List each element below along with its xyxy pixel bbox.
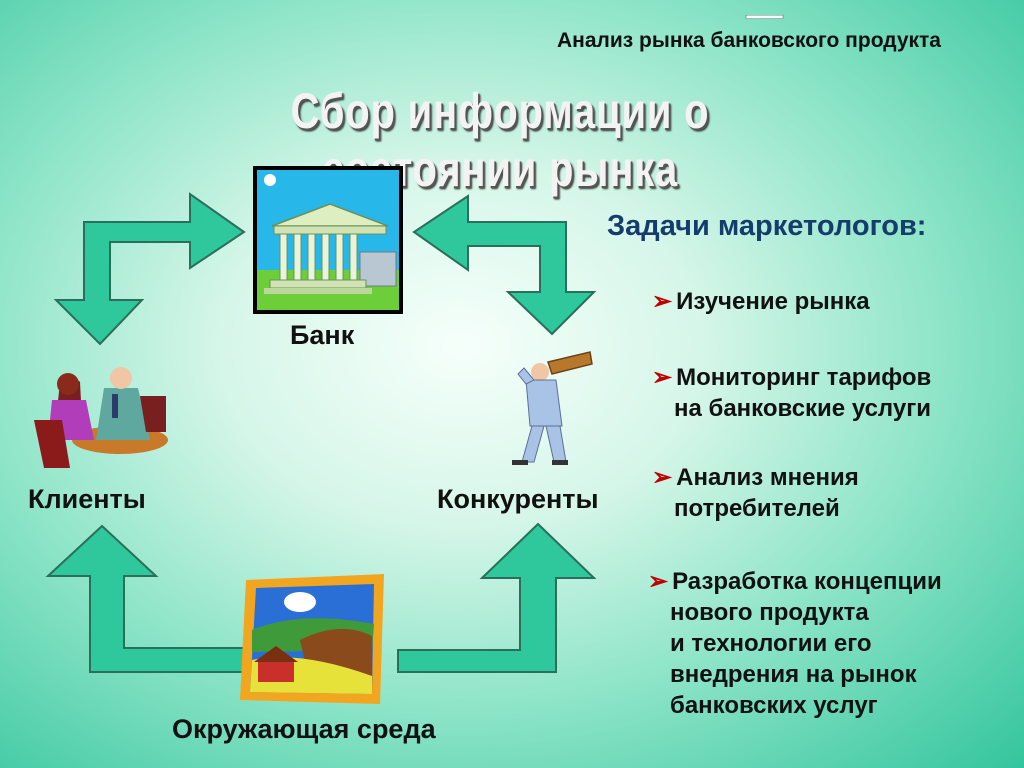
competitors-label: Конкуренты — [437, 484, 599, 514]
task-item: ➢Анализ мнения потребителей — [652, 464, 859, 522]
arrow-clients-to-bank — [53, 192, 246, 346]
arrow-bullet-icon: ➢ — [652, 288, 673, 315]
environment-label: Окружающая среда — [172, 714, 436, 744]
arrow-bullet-icon: ➢ — [648, 568, 669, 595]
header-title: Анализ рынка банковского продукта — [557, 29, 941, 52]
arrow-bullet-icon: ➢ — [652, 464, 673, 491]
arrow-environment-to-competitors — [397, 522, 597, 673]
bank-label: Банк — [290, 320, 355, 350]
task-item: ➢Мониторинг тарифов на банковские услуги — [652, 364, 932, 422]
task-item: ➢Изучение рынка — [652, 288, 870, 315]
clients-label: Клиенты — [28, 484, 146, 514]
task-item: ➢Разработка концепции нового продукта и … — [648, 568, 942, 719]
arrow-bank-to-competitors — [412, 194, 597, 336]
title-scroll-banner — [745, 14, 784, 20]
tasks-title: Задачи маркетологов: — [607, 210, 927, 242]
arrow-bullet-icon: ➢ — [652, 364, 673, 391]
